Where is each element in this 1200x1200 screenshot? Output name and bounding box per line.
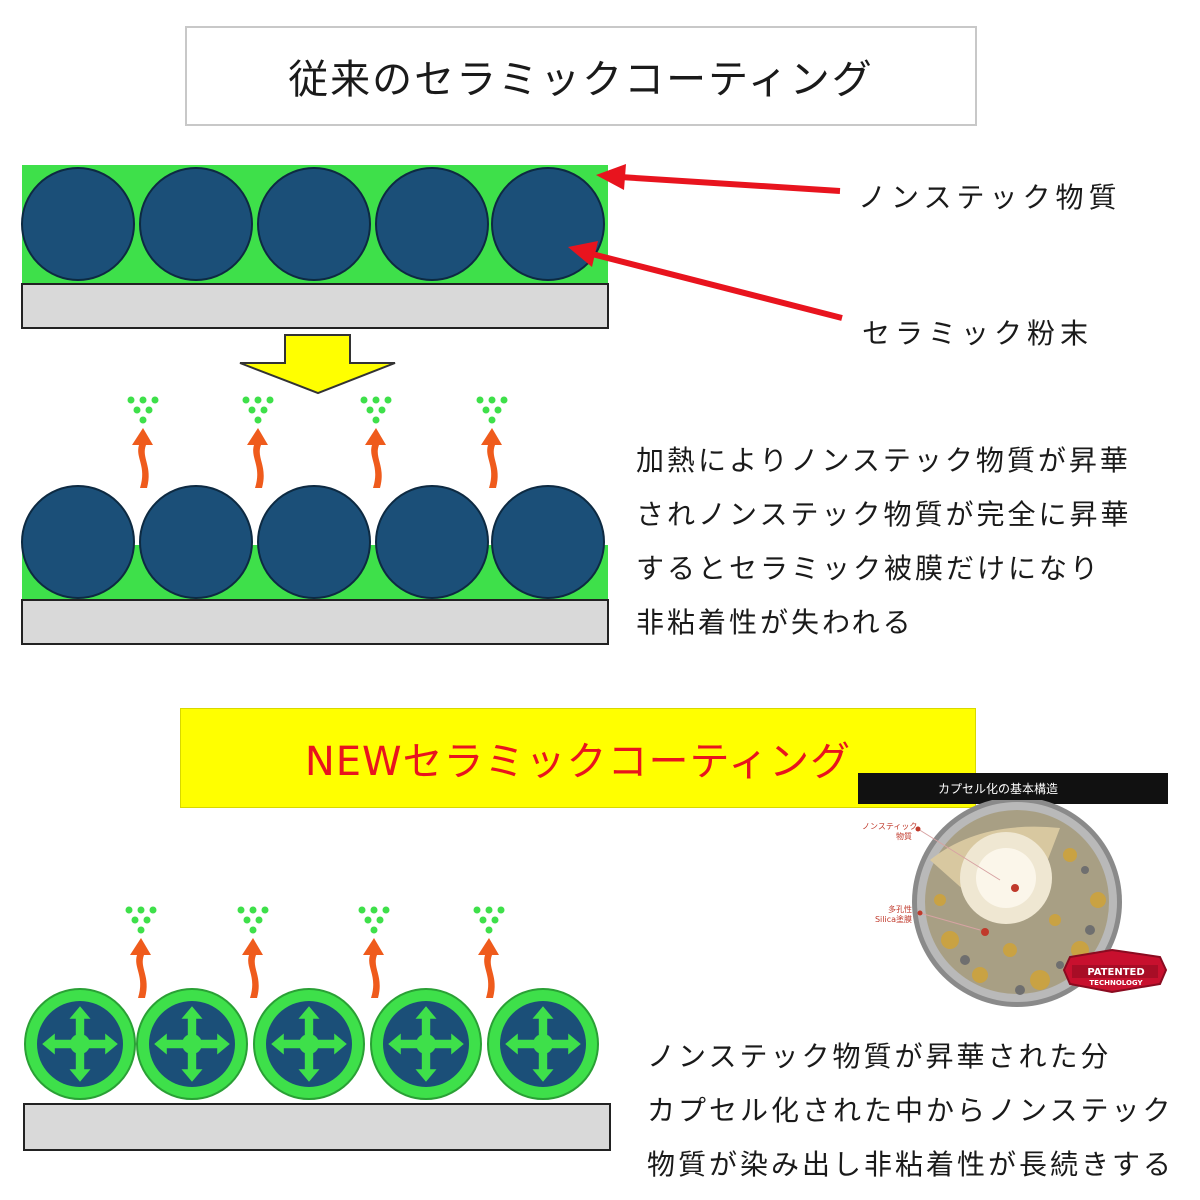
initial-coating-stack	[21, 165, 609, 329]
explanation-line: 非粘着性が失われる	[636, 606, 914, 639]
capsule-particle	[370, 988, 482, 1100]
capsule-particle	[24, 988, 136, 1100]
capsule-particle	[487, 988, 599, 1100]
substrate-plate	[21, 283, 609, 329]
ceramic-particle	[139, 485, 253, 599]
label-nonstick: ノンステック物質	[858, 181, 1122, 214]
sublimation-indicator	[242, 396, 274, 488]
sublimation-indicator	[476, 396, 508, 488]
new-coating-title-box: NEWセラミックコーティング	[180, 708, 976, 808]
inset-label-line: ノンスティック	[862, 822, 918, 831]
conventional-explanation: 加熱によりノンステック物質が昇華 されノンステック物質が完全に昇華 するとセラミ…	[636, 434, 1131, 650]
capsule-particle	[253, 988, 365, 1100]
inset-label-line: Silica塗膜	[874, 915, 912, 924]
pointer-arrow-nonstick	[596, 164, 841, 194]
label-ceramic-powder: セラミック粉末	[862, 317, 1094, 350]
sublimation-indicator	[358, 906, 390, 998]
ceramic-particle	[491, 485, 605, 599]
inset-label-nonstick: ノンスティック 物質	[862, 822, 918, 842]
ceramic-particle	[375, 485, 489, 599]
capsule-particle	[136, 988, 248, 1100]
explanation-line: ノンステック物質が昇華された分	[647, 1040, 1112, 1073]
explanation-line: 物質が染み出し非粘着性が長続きする	[647, 1148, 1175, 1181]
sublimation-indicator	[125, 906, 157, 998]
explanation-line: されノンステック物質が完全に昇華	[636, 498, 1132, 531]
ceramic-particle	[257, 167, 371, 281]
sublimation-indicator	[360, 396, 392, 488]
new-coating-explanation: ノンステック物質が昇華された分 カプセル化された中からノンステック 物質が染み出…	[647, 1030, 1174, 1192]
sublimation-indicator	[237, 906, 269, 998]
explanation-line: カプセル化された中からノンステック	[647, 1094, 1174, 1127]
inset-title-bar: カプセル化の基本構造	[858, 773, 1168, 804]
heated-coating-stack	[21, 485, 609, 645]
new-coating-title: NEWセラミックコーティング	[304, 739, 852, 785]
sublimation-indicator	[127, 396, 159, 488]
patented-badge	[1062, 948, 1168, 994]
inset-label-line: 物質	[896, 832, 912, 841]
capsule-structure-illustration	[912, 800, 1168, 1007]
pointer-arrow-ceramic	[568, 241, 843, 321]
inset-title: カプセル化の基本構造	[938, 782, 1059, 796]
explanation-line: 加熱によりノンステック物質が昇華	[636, 444, 1131, 477]
conventional-diagram	[21, 164, 843, 645]
substrate-plate	[23, 1103, 611, 1151]
inset-label-silica: 多孔性 Silica塗膜	[862, 905, 912, 925]
conventional-title: 従来のセラミックコーティング	[288, 57, 874, 103]
ceramic-particle	[257, 485, 371, 599]
inset-label-line: 多孔性	[888, 905, 912, 914]
badge-text-line: TECHNOLOGY	[1089, 979, 1143, 987]
ceramic-particle	[139, 167, 253, 281]
new-coating-diagram	[23, 800, 1168, 1151]
explanation-line: するとセラミック被膜だけになり	[636, 552, 1102, 585]
sublimation-indicator	[473, 906, 505, 998]
ceramic-particle	[21, 485, 135, 599]
conventional-title-box: 従来のセラミックコーティング	[185, 26, 977, 126]
down-arrow	[239, 334, 396, 395]
patented-badge-text: PATENTED TECHNOLOGY	[1068, 967, 1164, 989]
substrate-plate	[21, 599, 609, 645]
ceramic-particle	[21, 167, 135, 281]
ceramic-particle	[491, 167, 605, 281]
ceramic-particle	[375, 167, 489, 281]
badge-text-line: PATENTED	[1087, 967, 1145, 978]
